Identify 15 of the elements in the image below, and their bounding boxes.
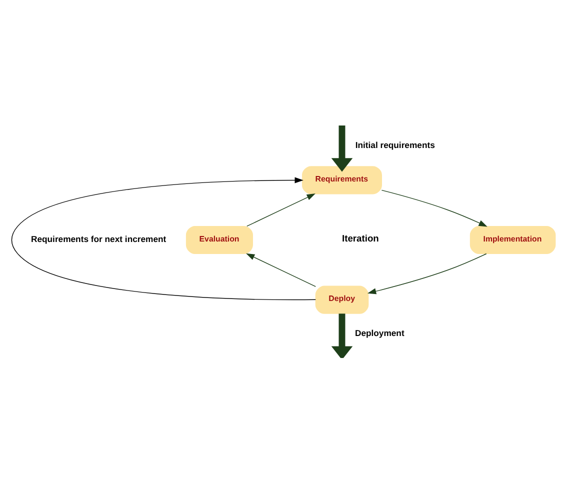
arrow — [246, 253, 316, 287]
arrow — [367, 253, 487, 294]
node-box: Requirements — [302, 166, 382, 194]
edge-label: Requirements for next increment — [30, 234, 166, 244]
arrow — [331, 125, 353, 172]
arrow — [381, 190, 488, 227]
arrow — [331, 314, 353, 358]
node-box: Evaluation — [186, 226, 253, 254]
edge-label: Deployment — [354, 328, 404, 338]
node-box: Deploy — [315, 286, 369, 314]
edge-label: Initial requirements — [355, 140, 435, 150]
arrow — [246, 194, 316, 227]
arrow — [11, 177, 316, 300]
node-box: Implementation — [470, 226, 556, 254]
label: Iteration — [342, 234, 379, 244]
